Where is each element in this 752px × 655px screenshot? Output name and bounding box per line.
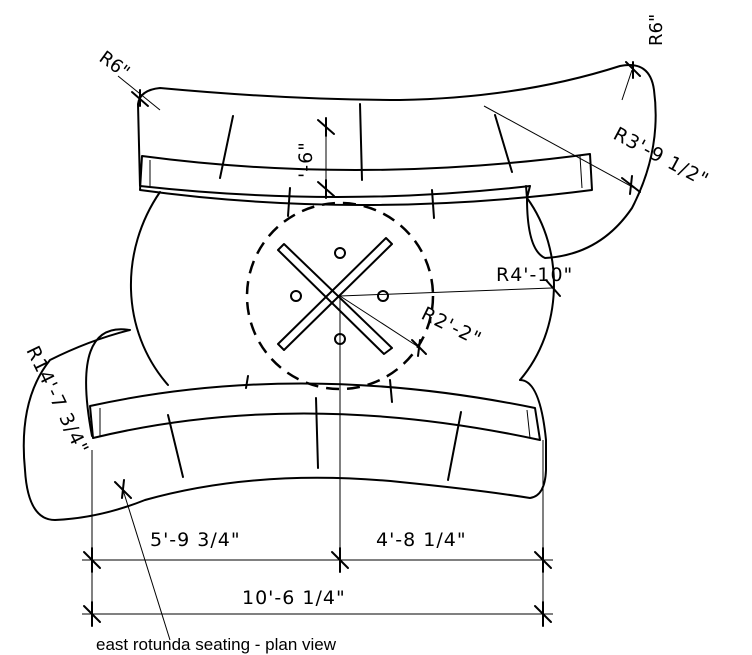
rotunda-outline-left — [129, 191, 169, 386]
bottom-bench-dividers — [167, 375, 462, 481]
top-bench-back — [139, 153, 593, 206]
radius-corner-top-right: R6" — [646, 14, 667, 46]
top-bench-back-inner — [149, 155, 583, 189]
radius-rotunda: R4'-10" — [496, 264, 573, 286]
radius-leaders — [117, 69, 639, 641]
radius-corner-top-left: R6" — [95, 47, 133, 83]
top-bench-outline — [137, 64, 657, 259]
drawing-caption: east rotunda seating - plan view — [96, 635, 337, 654]
radius-center-hole: R2'-2" — [418, 303, 485, 351]
bottom-bench-outline — [22, 328, 547, 521]
top-bench-dividers — [219, 103, 528, 219]
radius-bottom-bench: R14'-7 3/4" — [22, 343, 93, 459]
dim-overall-span: 10'-6 1/4" — [242, 587, 346, 609]
bottom-bench-back — [89, 382, 541, 441]
center-dashed-circle — [245, 201, 435, 391]
dimension-lines — [82, 296, 553, 627]
dim-bench-gap: '-6" — [295, 141, 317, 178]
bottom-bench-back-inner — [99, 408, 531, 439]
dim-right-span: 4'-8 1/4" — [376, 529, 467, 551]
dim-left-span: 5'-9 3/4" — [150, 529, 241, 551]
center-x-bracket — [277, 237, 393, 355]
